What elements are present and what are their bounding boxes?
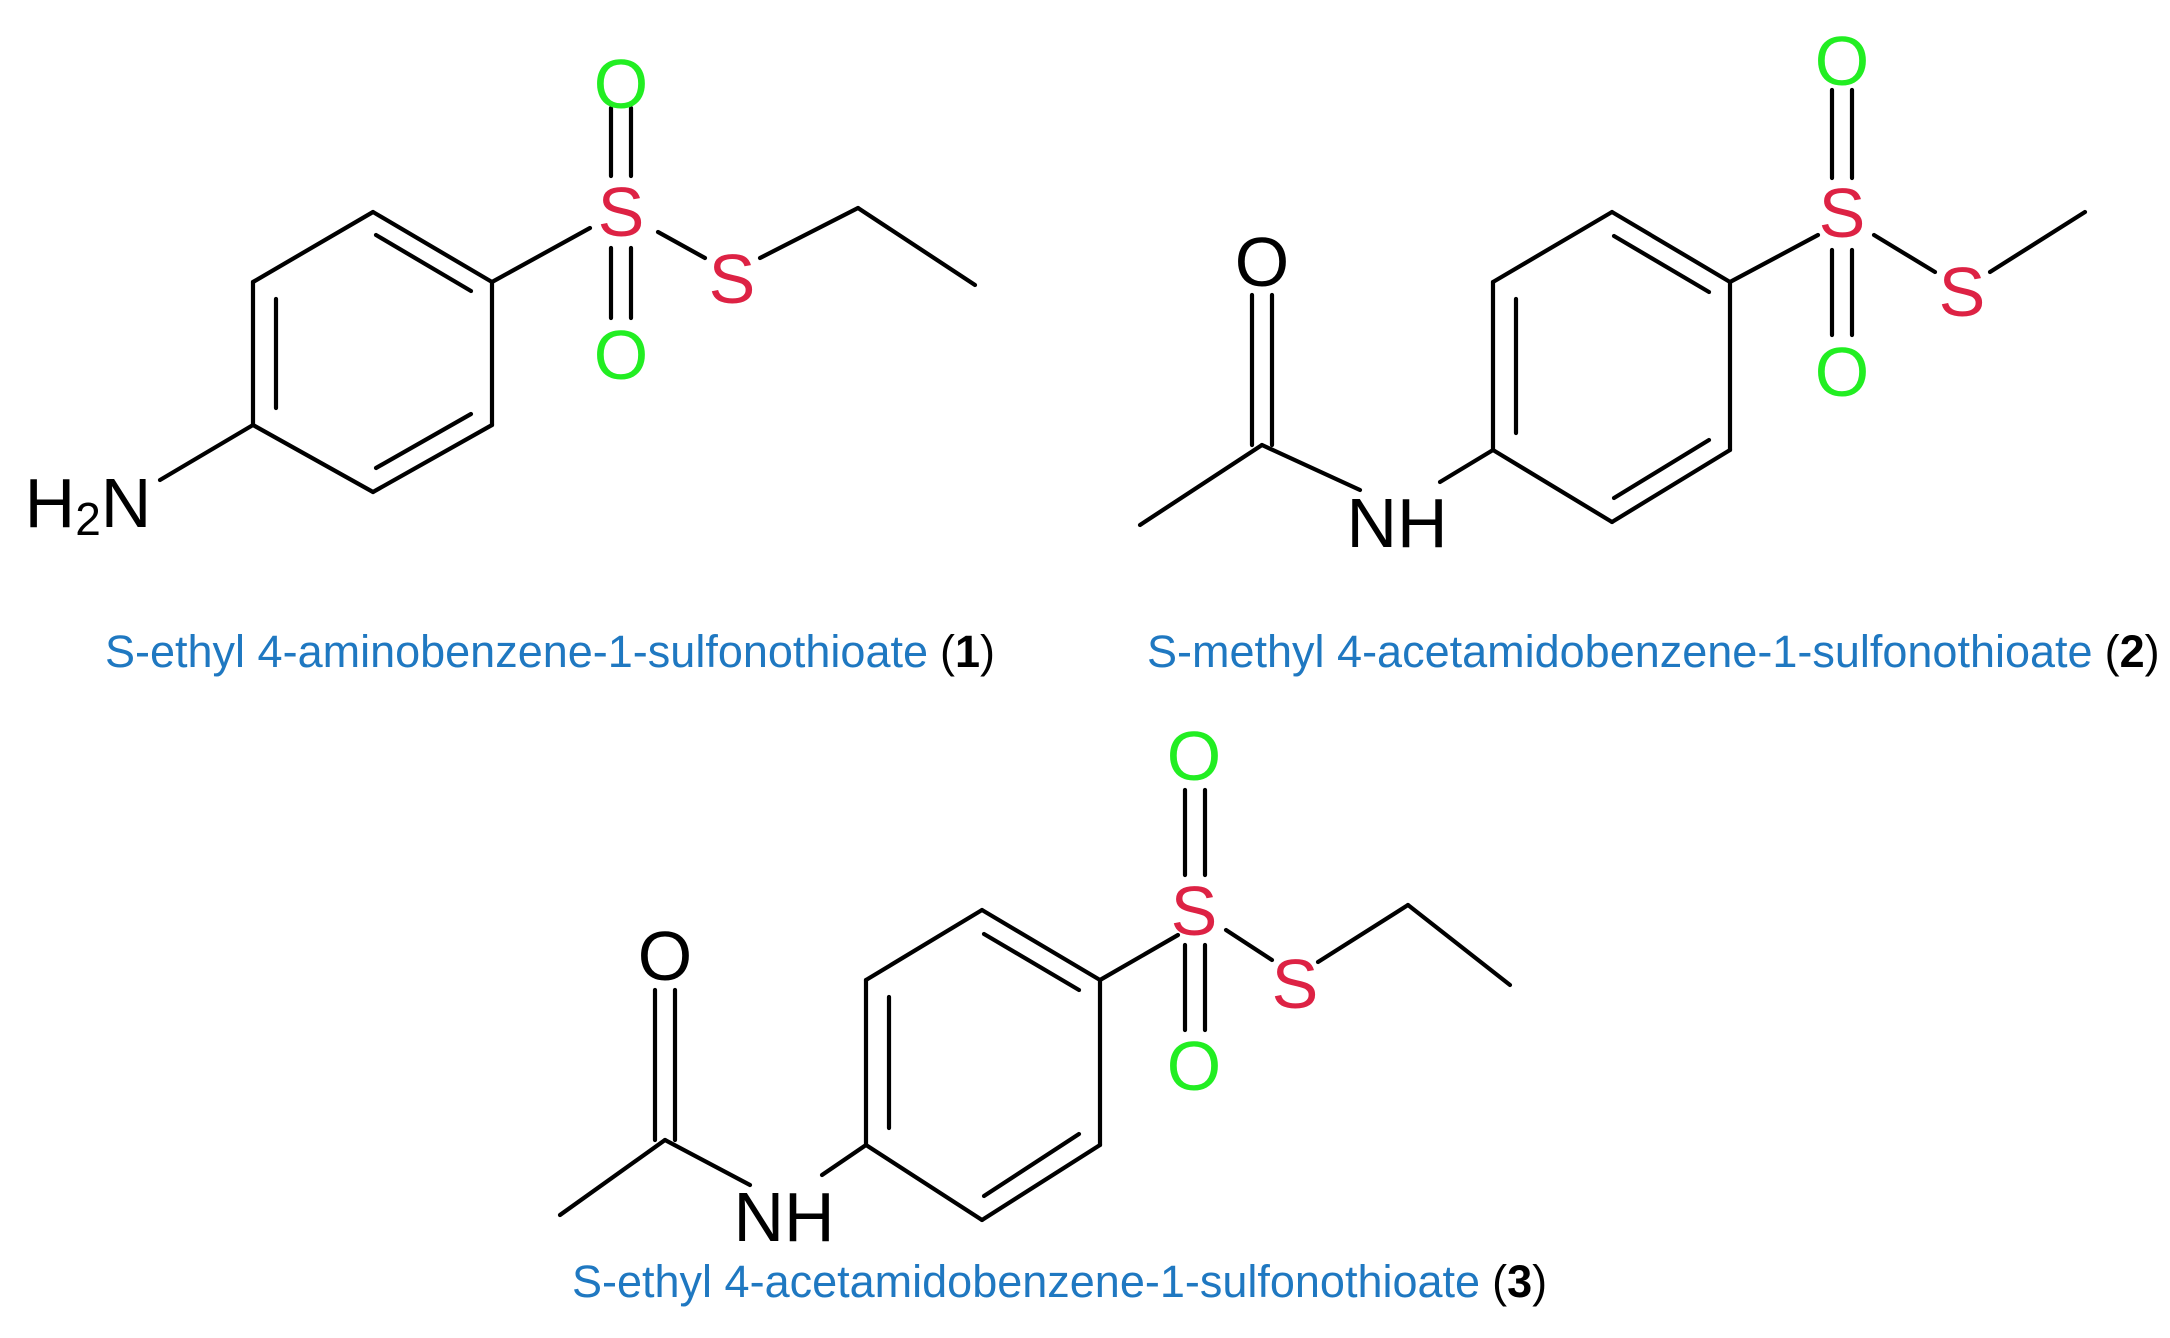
amine-h: H xyxy=(25,464,76,542)
caption-name-2: S-methyl 4-acetamidobenzene-1-sulfonothi… xyxy=(1147,626,2093,677)
carbonyl-oxygen-3: O xyxy=(638,917,692,995)
compound-1-bonds xyxy=(157,105,978,495)
caption-close-3: ) xyxy=(1532,1256,1547,1307)
thio-sulfur-3: S xyxy=(1272,945,1319,1023)
ring-inner-bond xyxy=(981,931,1082,993)
ring-bond xyxy=(370,209,495,285)
ring-bond xyxy=(863,907,985,983)
oxygen-bottom-3: O xyxy=(1167,1027,1221,1105)
ring-bond xyxy=(863,1142,985,1223)
caption-close-1: ) xyxy=(980,626,995,677)
oxygen-bottom-2: O xyxy=(1815,333,1869,411)
s-s-bond xyxy=(1223,927,1275,963)
c-c-bond xyxy=(1137,442,1265,528)
amine-label-1: H2N xyxy=(25,464,152,545)
compound-2-atoms: O S O S O NH xyxy=(1235,22,1986,562)
ring-bond xyxy=(1609,447,1733,525)
thio-sulfur-1: S xyxy=(709,240,756,318)
caption-name-3: S-ethyl 4-acetamidobenzene-1-sulfonothio… xyxy=(572,1256,1480,1307)
ring-inner-bond xyxy=(1611,233,1712,295)
ring-bond xyxy=(1609,209,1733,285)
caption-open-1: ( xyxy=(940,626,955,677)
caption-open-3: ( xyxy=(1492,1256,1507,1307)
caption-number-3: 3 xyxy=(1507,1256,1532,1307)
s-s-bond xyxy=(655,229,708,261)
s-c-bond xyxy=(757,205,861,261)
ring-bond xyxy=(1490,447,1615,525)
ring-inner-bond xyxy=(373,411,474,471)
thio-sulfur-2: S xyxy=(1939,253,1986,331)
oxygen-top-2: O xyxy=(1815,22,1869,100)
ring-n-bond xyxy=(1437,447,1496,485)
oxygen-top-3: O xyxy=(1167,717,1221,795)
amide-nh-3: NH xyxy=(733,1178,834,1256)
ring-s-bond xyxy=(1097,932,1181,983)
compound-1: O S O S H2N S-ethyl 4-aminobenzene-1-sul… xyxy=(25,45,995,677)
s-c-bond xyxy=(1315,902,1411,965)
ring-s-bond xyxy=(489,225,593,285)
compound-2-bonds xyxy=(1137,87,2088,528)
carbonyl-oxygen-2: O xyxy=(1235,223,1289,301)
n-c-bond xyxy=(662,1137,753,1188)
ring-bond xyxy=(979,1142,1103,1223)
oxygen-top-1: O xyxy=(594,45,648,123)
caption-3: S-ethyl 4-acetamidobenzene-1-sulfonothio… xyxy=(572,1256,1547,1307)
caption-2: S-methyl 4-acetamidobenzene-1-sulfonothi… xyxy=(1147,626,2160,677)
s-c-bond xyxy=(1987,209,2088,275)
caption-close-2: ) xyxy=(2145,626,2160,677)
caption-name-1: S-ethyl 4-aminobenzene-1-sulfonothioate xyxy=(105,626,928,677)
amide-nh-2: NH xyxy=(1346,484,1447,562)
caption-1: S-ethyl 4-aminobenzene-1-sulfonothioate(… xyxy=(105,626,995,677)
ring-inner-bond xyxy=(373,232,474,294)
compound-1-atoms: O S O S H2N xyxy=(25,45,756,545)
ring-inner-bond xyxy=(1611,437,1712,501)
sulfonyl-sulfur-2: S xyxy=(1819,174,1866,252)
caption-number-1: 1 xyxy=(955,626,980,677)
ring-bond xyxy=(370,422,495,495)
ring-n-bond xyxy=(157,422,256,483)
ring-inner-bond xyxy=(981,1131,1082,1199)
caption-number-2: 2 xyxy=(2120,626,2145,677)
ring-n-bond xyxy=(819,1142,869,1178)
ring-s-bond xyxy=(1727,232,1821,285)
caption-open-2: ( xyxy=(2105,626,2120,677)
amine-n: N xyxy=(101,464,152,542)
n-c-bond xyxy=(1259,442,1363,493)
ring-bond xyxy=(250,422,376,495)
s-s-bond xyxy=(1871,232,1938,275)
amine-subscript: 2 xyxy=(75,493,101,545)
oxygen-bottom-1: O xyxy=(594,316,648,394)
ring-bond xyxy=(250,209,376,285)
ring-bond xyxy=(979,907,1103,983)
c-c-bond xyxy=(1405,902,1513,988)
sulfonyl-sulfur-1: S xyxy=(598,173,645,251)
compound-3-atoms: O S O S O NH xyxy=(638,717,1319,1256)
compound-2: O S O S O NH S-methyl 4-acetamidobenzene… xyxy=(1137,22,2160,677)
c-c-bond xyxy=(855,205,978,288)
sulfonyl-sulfur-3: S xyxy=(1171,872,1218,950)
ring-bond xyxy=(1490,209,1615,285)
compound-3-bonds xyxy=(557,787,1513,1223)
compound-3: O S O S O NH S-ethyl 4-acetamidobenzene-… xyxy=(557,717,1547,1307)
c-c-bond xyxy=(557,1137,668,1218)
